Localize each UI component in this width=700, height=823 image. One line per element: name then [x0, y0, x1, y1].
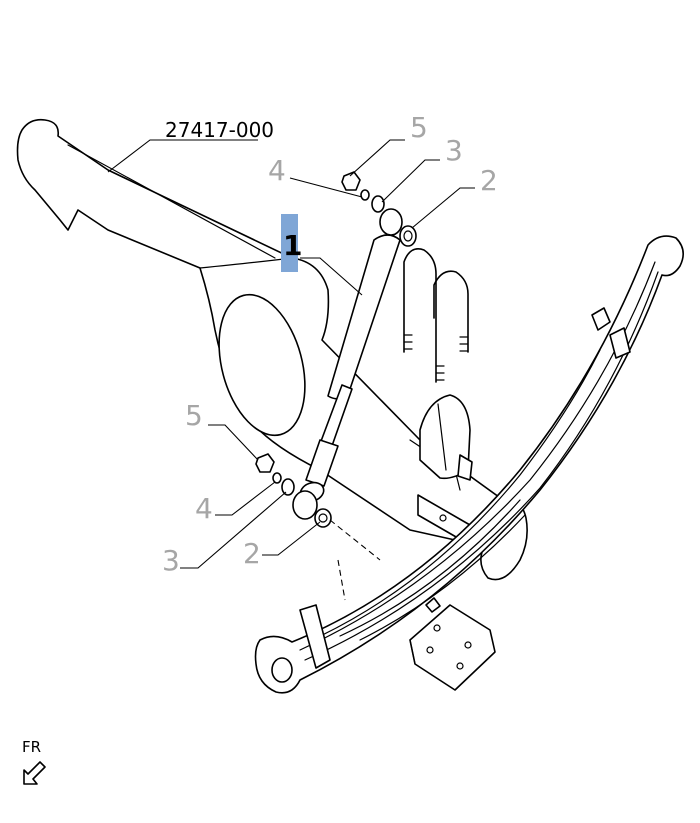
front-direction-indicator: FR — [22, 738, 46, 785]
assembly-line-lower — [329, 519, 381, 561]
washer-upper[interactable] — [371, 195, 385, 213]
washer-lower[interactable] — [281, 478, 295, 496]
u-bolt-plate[interactable] — [409, 597, 496, 691]
callout-1-shock-absorber[interactable]: 1 — [283, 229, 302, 262]
front-direction-arrow-icon — [23, 761, 46, 785]
spring-seat[interactable] — [419, 394, 473, 481]
front-direction-label: FR — [22, 738, 41, 756]
nut-washer-lower[interactable] — [272, 472, 282, 484]
callout-4-nut-washer-lower[interactable]: 4 — [195, 492, 213, 525]
leader-lines — [107, 139, 475, 569]
shock-absorber[interactable] — [292, 208, 403, 520]
callout-2-bushing-lower[interactable]: 2 — [243, 537, 261, 570]
callout-3-washer-upper[interactable]: 3 — [445, 134, 463, 167]
nut-washer-upper[interactable] — [360, 189, 370, 201]
callout-5-nut-upper[interactable]: 5 — [410, 111, 428, 144]
selected-callout-highlight — [281, 214, 298, 272]
callout-4-nut-washer-upper[interactable]: 4 — [268, 154, 286, 187]
axle-housing[interactable] — [16, 118, 528, 581]
nut-lower[interactable] — [255, 453, 275, 473]
callout-5-nut-lower[interactable]: 5 — [185, 399, 203, 432]
leaf-spring[interactable] — [254, 235, 684, 694]
callout-2-bushing-upper[interactable]: 2 — [480, 164, 498, 197]
bushing-upper[interactable] — [399, 225, 417, 247]
callout-3-washer-lower[interactable]: 3 — [162, 544, 180, 577]
assembly-number-label: 27417-000 — [165, 118, 274, 142]
assembly-line-bracket — [337, 559, 346, 601]
u-bolt-rear[interactable] — [433, 270, 469, 353]
u-bolt-front[interactable] — [403, 248, 445, 383]
